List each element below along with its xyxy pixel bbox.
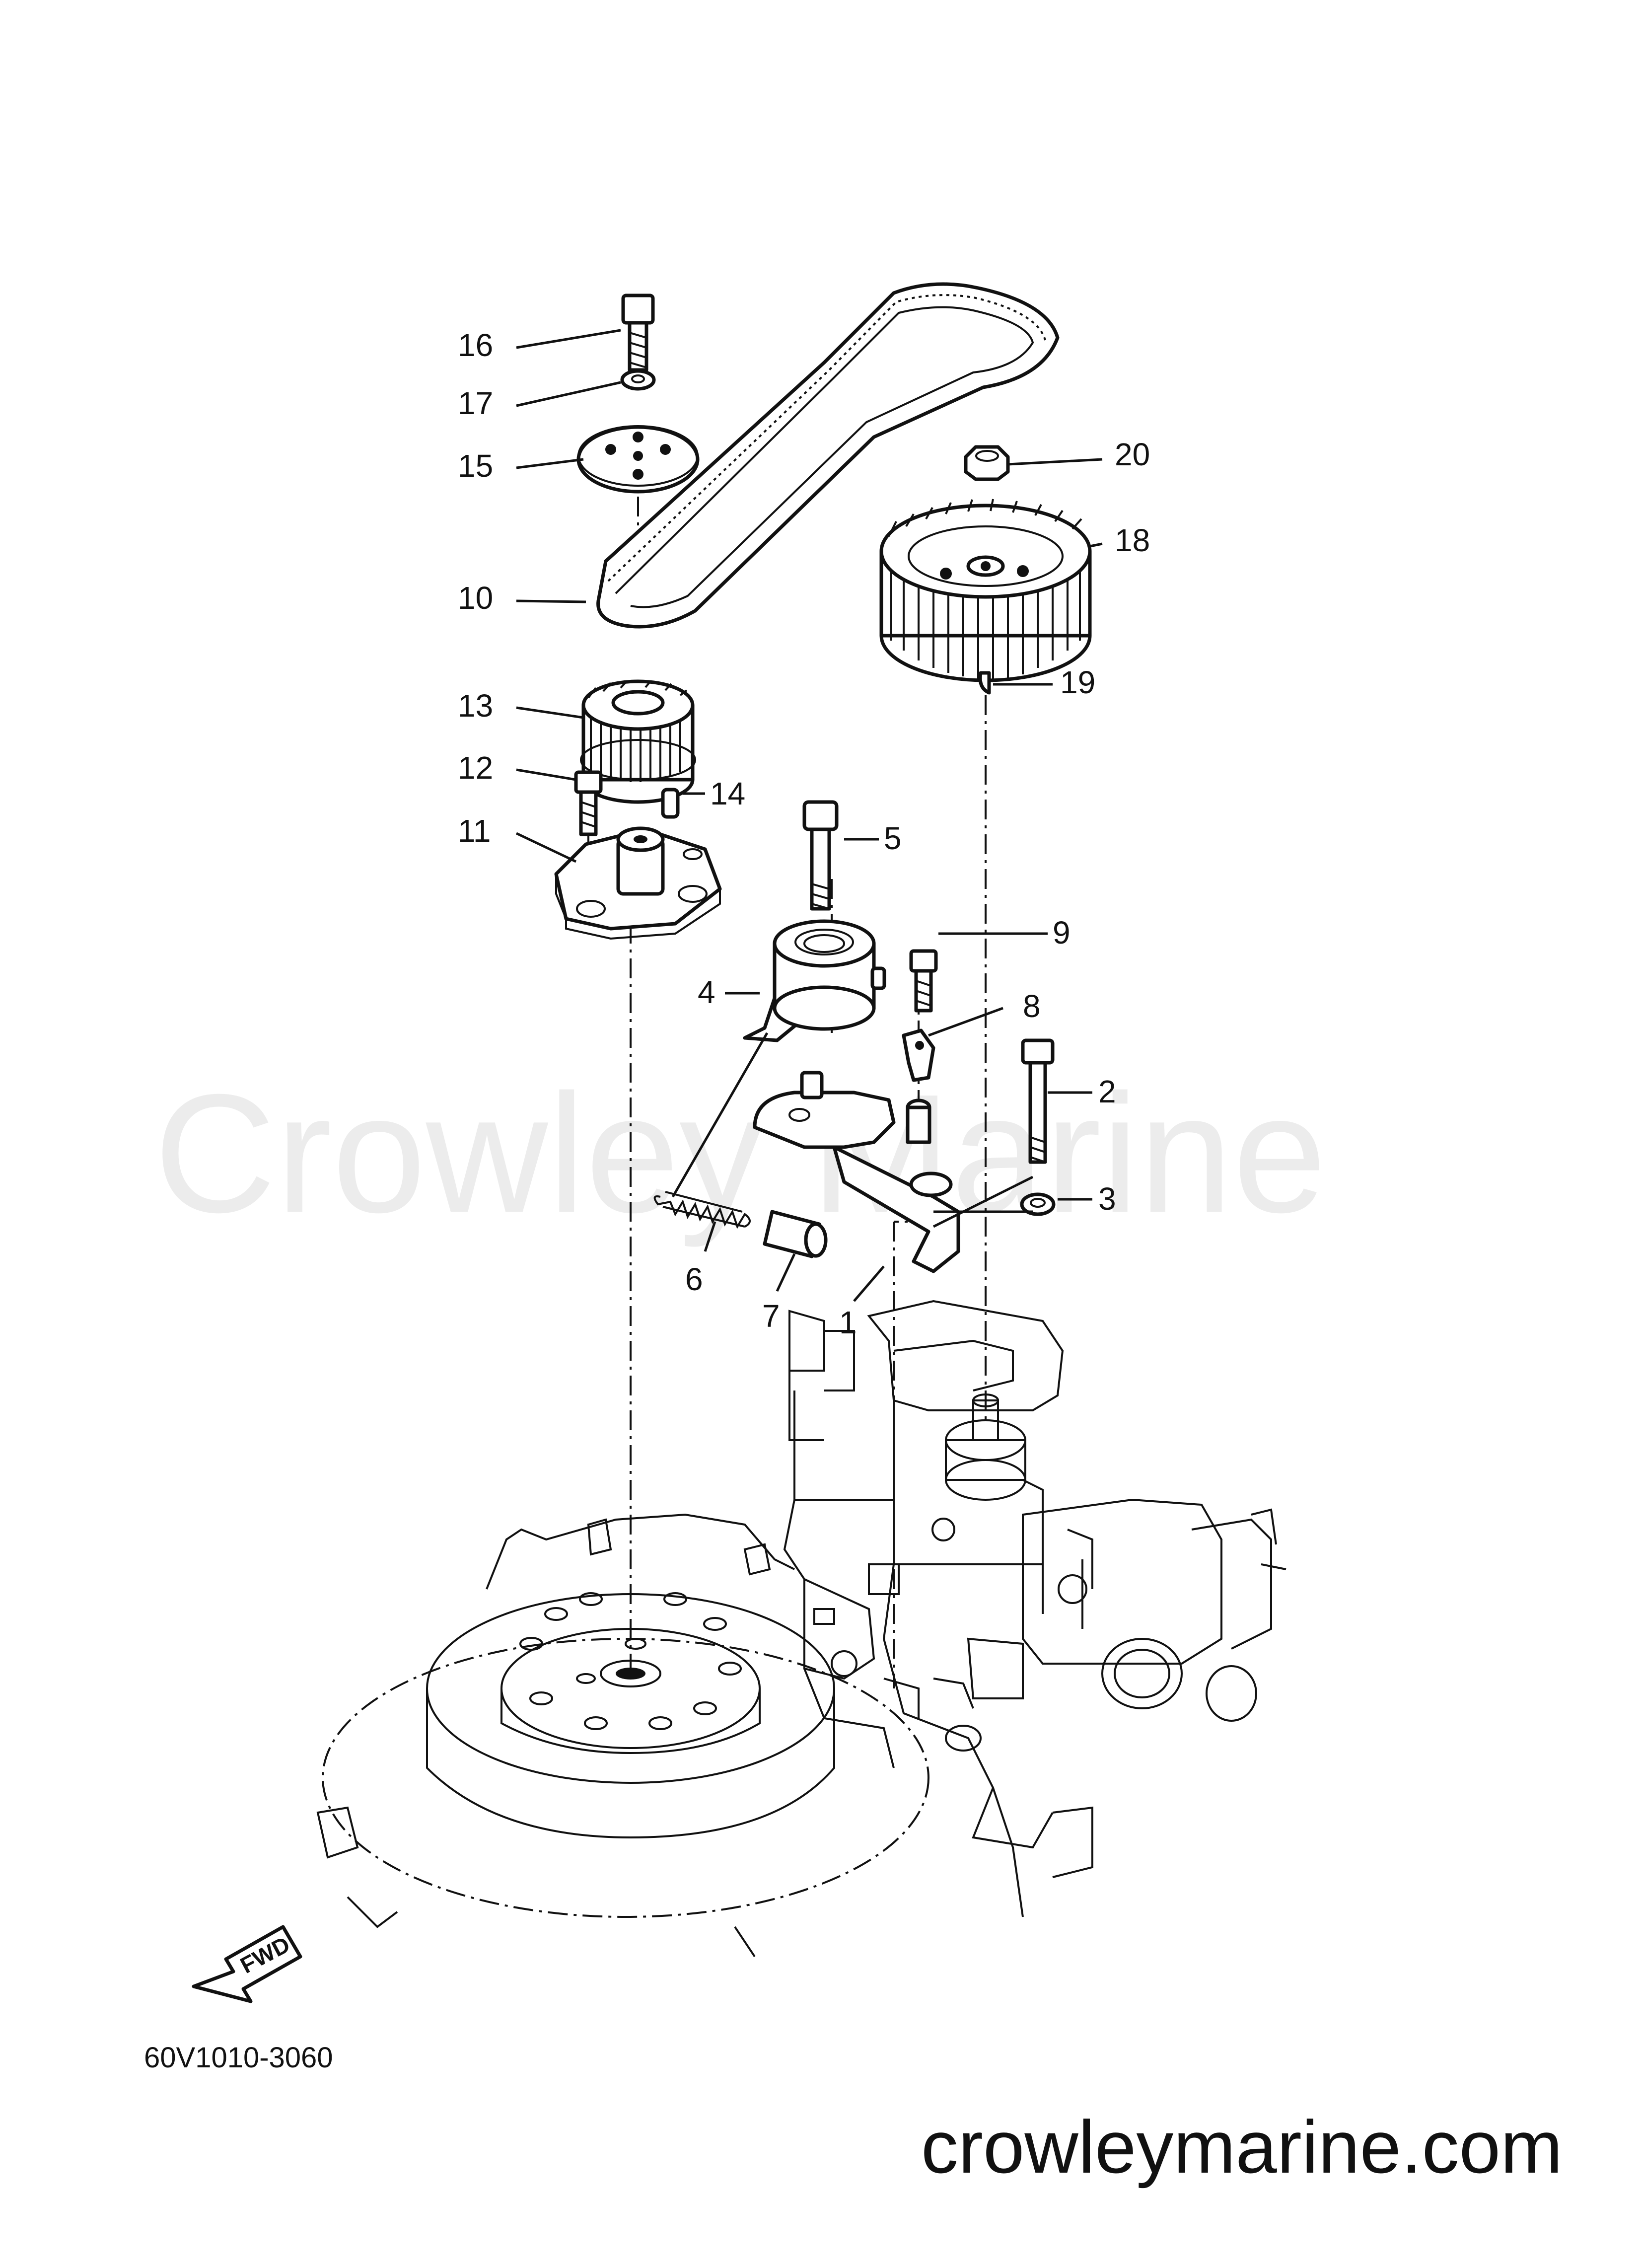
callout-5: 5: [884, 820, 902, 856]
callout-17: 17: [458, 385, 493, 421]
callout-6: 6: [685, 1261, 703, 1297]
bolt-12: [574, 770, 603, 836]
callout-8: 8: [1023, 988, 1041, 1024]
callout-19: 19: [1060, 664, 1095, 700]
plate-8: [902, 1028, 935, 1082]
nut-20: [964, 445, 1010, 481]
plate-15: [576, 425, 700, 494]
callouts: 16 17 15 10 13 12 14 11 5 4 9 8 2 3 6 7 …: [458, 327, 1150, 1340]
spring-6: [653, 1191, 751, 1229]
callout-18: 18: [1115, 522, 1150, 558]
callout-20: 20: [1115, 437, 1150, 472]
timing-belt: [596, 282, 1060, 629]
washer-3: [1020, 1192, 1056, 1216]
callout-1: 1: [839, 1305, 857, 1340]
washer-17: [620, 369, 656, 391]
site-url: crowleymarine.com: [921, 2105, 1563, 2189]
tensioner-4: [743, 919, 886, 1042]
diagram-code: 60V1010-3060: [144, 2042, 333, 2074]
tensioner-arm-1: [753, 1071, 960, 1273]
dowel-pin-14: [661, 788, 680, 819]
bolt-5: [802, 800, 839, 911]
watermark-text: Crowley Marine: [154, 1059, 1327, 1248]
engine-block: [783, 1300, 1286, 1917]
callout-13: 13: [458, 688, 493, 724]
fwd-arrow-icon: FWD: [192, 1925, 302, 2003]
collar-7: [763, 1210, 828, 1258]
woodruff-key-19: [978, 671, 991, 695]
callout-14: 14: [710, 776, 745, 811]
bolt-9: [909, 949, 938, 1013]
callout-11: 11: [458, 813, 491, 849]
callout-15: 15: [458, 448, 493, 484]
callout-12: 12: [458, 750, 493, 786]
bolt-2: [1021, 1038, 1055, 1164]
bolt-16: [621, 293, 655, 372]
flywheel: [316, 1513, 929, 1958]
callout-10: 10: [458, 580, 493, 616]
callout-9: 9: [1053, 915, 1071, 951]
callout-4: 4: [698, 974, 715, 1010]
callout-16: 16: [458, 327, 493, 363]
leader-lines: [515, 329, 1103, 1302]
callout-3: 3: [1098, 1181, 1116, 1217]
callout-7: 7: [762, 1298, 780, 1334]
callout-2: 2: [1098, 1074, 1116, 1109]
bracket-11: [554, 826, 722, 940]
cam-sprocket-18: [879, 499, 1092, 682]
